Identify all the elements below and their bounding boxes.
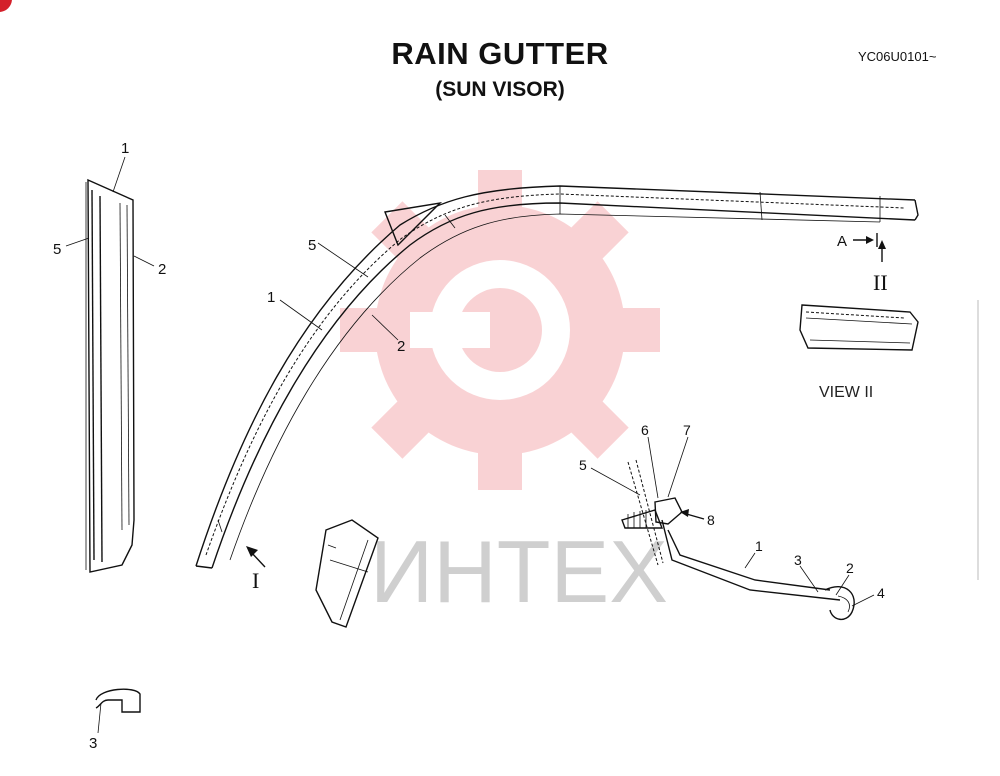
- page-subtitle: (SUN VISOR): [435, 78, 565, 101]
- callout-sec-8: 8: [707, 512, 715, 528]
- gutter-cutaway-piece: [315, 519, 379, 628]
- callout-arch-5: 5: [308, 237, 316, 254]
- callout-left-1: 1: [121, 140, 129, 157]
- callout-arch-2: 2: [397, 338, 405, 355]
- callout-sec-1: 1: [755, 538, 763, 554]
- watermark-text: ИНТЕХ: [370, 522, 668, 621]
- callout-sec-3: 3: [794, 552, 802, 568]
- callout-sec-4: 4: [877, 585, 885, 601]
- callout-left-5: 5: [53, 241, 61, 258]
- diagram-code: YC06U0101~: [858, 49, 937, 64]
- rain-gutter-arch: [195, 185, 919, 569]
- callout-arch-1: 1: [267, 289, 275, 306]
- callout-clip-3: 3: [89, 735, 97, 752]
- watermark-gear-icon: [340, 170, 660, 490]
- view-label: VIEW II: [819, 384, 873, 401]
- gutter-mount-section: [621, 459, 855, 620]
- callout-sec-5: 5: [579, 457, 587, 473]
- gutter-strip-side-view: [85, 178, 135, 573]
- page-title: RAIN GUTTER: [391, 36, 609, 71]
- roman-numeral-two: II: [873, 270, 888, 295]
- view-arrow-a-label: A: [837, 233, 847, 250]
- clip-part: [95, 688, 141, 713]
- callout-left-2: 2: [158, 261, 166, 278]
- callout-sec-7: 7: [683, 422, 691, 438]
- callout-sec-6: 6: [641, 422, 649, 438]
- roman-numeral-one: I: [252, 568, 259, 593]
- view-ii-section: [799, 304, 919, 351]
- callout-sec-2: 2: [846, 560, 854, 576]
